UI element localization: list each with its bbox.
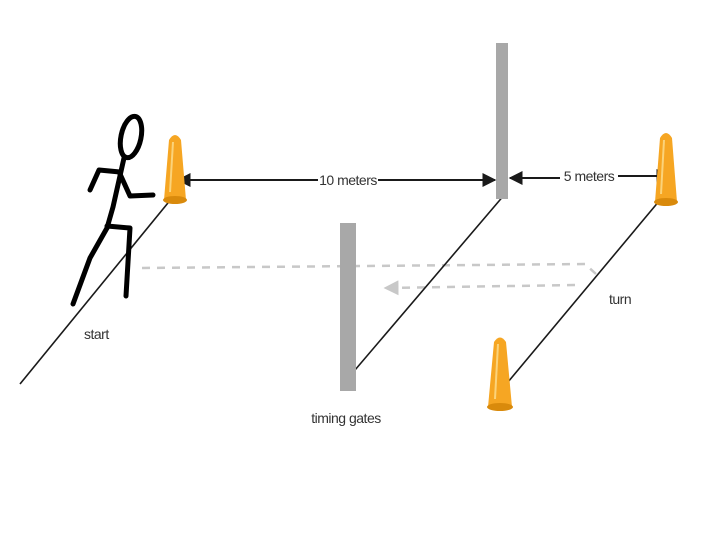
- distance-label-10m: 10 meters: [319, 172, 377, 188]
- start-label: start: [84, 326, 109, 342]
- traffic-cone-icon: [654, 133, 678, 206]
- timing-gates: [340, 43, 508, 391]
- timing-gate-near: [340, 223, 356, 391]
- traffic-cone-icon: [487, 337, 513, 411]
- running-path: [141, 262, 597, 296]
- path-return: [383, 280, 576, 296]
- turn-line: [507, 199, 661, 383]
- start-line: [19, 197, 173, 385]
- timing-gates-label: timing gates: [311, 410, 381, 426]
- measurement-arrows: [176, 169, 671, 187]
- perspective-lines: [19, 193, 661, 385]
- turn-label: turn: [609, 291, 631, 307]
- timing-gate-far: [496, 43, 508, 199]
- stick-figure-runner-icon: [70, 113, 156, 307]
- path-outbound: [141, 262, 597, 275]
- traffic-cone-icon: [163, 135, 187, 204]
- distance-label-5m: 5 meters: [564, 168, 615, 184]
- gate-line: [354, 193, 506, 371]
- cones: [163, 133, 678, 411]
